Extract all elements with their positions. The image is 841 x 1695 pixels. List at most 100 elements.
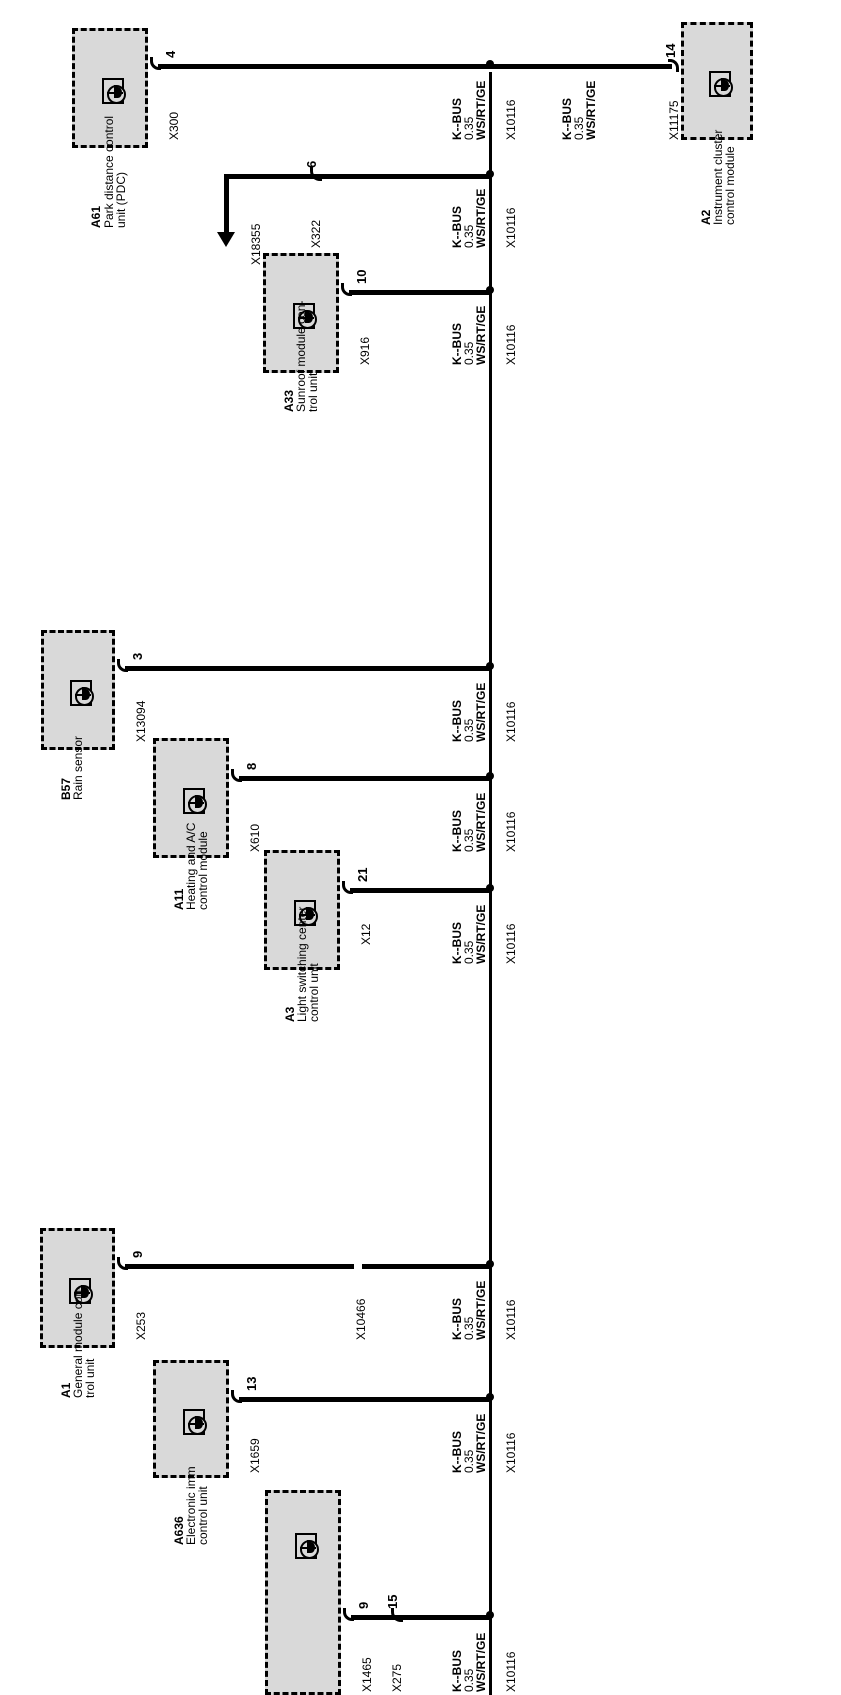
connector-id-a636: X1659 [248,1438,262,1473]
module-id-a61: A61 [89,205,103,228]
module-box-a3[interactable] [264,850,340,970]
splice-id-x322: X10116 [504,207,518,248]
connector-id-a2: X11175 [667,100,681,140]
wire-color-a11: WS/RT/GE [474,792,488,852]
continuation-wire-x18355 [224,174,229,236]
inline-connector-id-bottom: X275 [390,1663,404,1692]
branch-wire-a33 [349,290,492,295]
pin-hook-b57 [117,659,128,672]
branch-wire-x322 [224,174,492,179]
wire-color-a1: WS/RT/GE [474,1280,488,1340]
branch-wire-a3 [350,888,492,893]
pin-hook-a3 [342,881,353,894]
module-name-a11-l2: control module [196,831,210,910]
module-box-b57[interactable] [41,630,115,750]
splice-id-bottom: X10116 [504,1651,518,1692]
splice-id-a636: X10116 [504,1432,518,1473]
connector-id-a33: X916 [358,336,372,365]
pin-hook-a61 [150,57,161,70]
connector-id-x322: X322 [309,219,323,248]
module-name-a61-l2: unit (PDC) [114,171,128,228]
connector-symbol-icon [293,303,317,329]
connector-symbol-icon [70,680,94,706]
splice-dot-bottom [486,1611,494,1619]
module-box-a636[interactable] [153,1360,229,1478]
splice-dot-a3 [486,884,494,892]
pin-hook-a11 [231,769,242,782]
module-box-a33[interactable] [263,253,339,373]
module-name-a3-l2: control unit [307,963,321,1022]
pin-number-b57: 3 [130,652,145,660]
module-box-a2[interactable] [681,22,753,140]
branch-wire-a1 [125,1264,354,1269]
wire-color-bottom: WS/RT/GE [474,1632,488,1692]
inline-connector-x275 [391,1608,403,1622]
pin-number-a33: 10 [354,269,369,284]
splice-dot-a33 [486,286,494,294]
wire-color-b57: WS/RT/GE [474,682,488,742]
module-box-a61[interactable] [72,28,148,148]
continuation-id-x18355: X18355 [249,223,263,265]
module-name-a33-l2: trol unit [306,372,320,412]
connector-symbol-icon [69,1278,93,1304]
module-name-a636-l2: control unit [196,1486,210,1545]
connector-symbol-icon [183,1409,207,1435]
pin-number-a1: 9 [130,1250,145,1258]
splice-dot-a636 [486,1393,494,1401]
wire-color-a3: WS/RT/GE [474,904,488,964]
pin-number-a11: 8 [244,762,259,770]
module-box-a1[interactable] [40,1228,115,1348]
module-box-a11[interactable] [153,738,229,858]
connector-symbol-icon [295,1533,319,1559]
splice-id-a33: X10116 [504,324,518,365]
connector-symbol-icon [183,788,207,814]
splice-id-a2: X10116 [504,99,518,140]
branch-wire-b57 [125,666,492,671]
splice-id-a1: X10116 [504,1299,518,1340]
connector-symbol-icon [102,78,126,104]
inline-connector-id-a1: X10466 [354,1298,368,1340]
connector-id-a3: X12 [359,923,373,945]
branch-wire-bottom [351,1615,492,1620]
connector-symbol-icon [294,900,318,926]
bus-trunk-line [489,72,492,1695]
module-box-bottom[interactable] [265,1490,341,1695]
connector-id-b57: X13094 [134,700,148,742]
pin-hook-a636 [231,1390,242,1403]
pin-number-a61: 4 [163,50,178,58]
branch-wire-a11 [239,776,492,781]
branch-wire-a61 [158,64,492,69]
splice-dot-a11 [486,772,494,780]
wire-color-x322: WS/RT/GE [474,188,488,248]
pin-number-a3: 21 [355,867,370,882]
connector-id-a61: X300 [167,111,181,140]
connector-symbol-icon [709,71,733,97]
wire-color-a2: WS/RT/GE [584,80,598,140]
pin-number-bottom: 9 [356,1601,371,1609]
pin-number-a636: 13 [244,1376,259,1391]
pin-hook-a1 [117,1257,128,1270]
connector-id-a1: X253 [134,1311,148,1340]
wire-color-a61: WS/RT/GE [474,80,488,140]
inline-connector-x322 [310,167,322,181]
branch-wire-a636 [239,1397,492,1402]
connector-id-bottom: X1465 [360,1657,374,1692]
module-name-a2-l2: control module [723,146,737,225]
splice-id-a11: X10116 [504,811,518,852]
pin-hook-a33 [341,283,352,296]
wire-color-a33: WS/RT/GE [474,305,488,365]
branch-wire-a2 [489,64,672,69]
splice-id-a3: X10116 [504,923,518,964]
wire-color-a636: WS/RT/GE [474,1413,488,1473]
splice-id-b57: X10116 [504,701,518,742]
splice-dot-x322 [486,170,494,178]
splice-dot-a1 [486,1260,494,1268]
connector-id-a11: X610 [248,823,262,852]
branch-wire-a1-b [362,1264,492,1269]
continuation-arrow-x18355 [217,232,235,247]
inline-pin-number-x275: 15 [385,1594,400,1609]
module-name-b57: Rain sensor [71,735,85,800]
pin-number-x322: 6 [304,160,319,168]
pin-number-a2: 14 [663,43,678,58]
